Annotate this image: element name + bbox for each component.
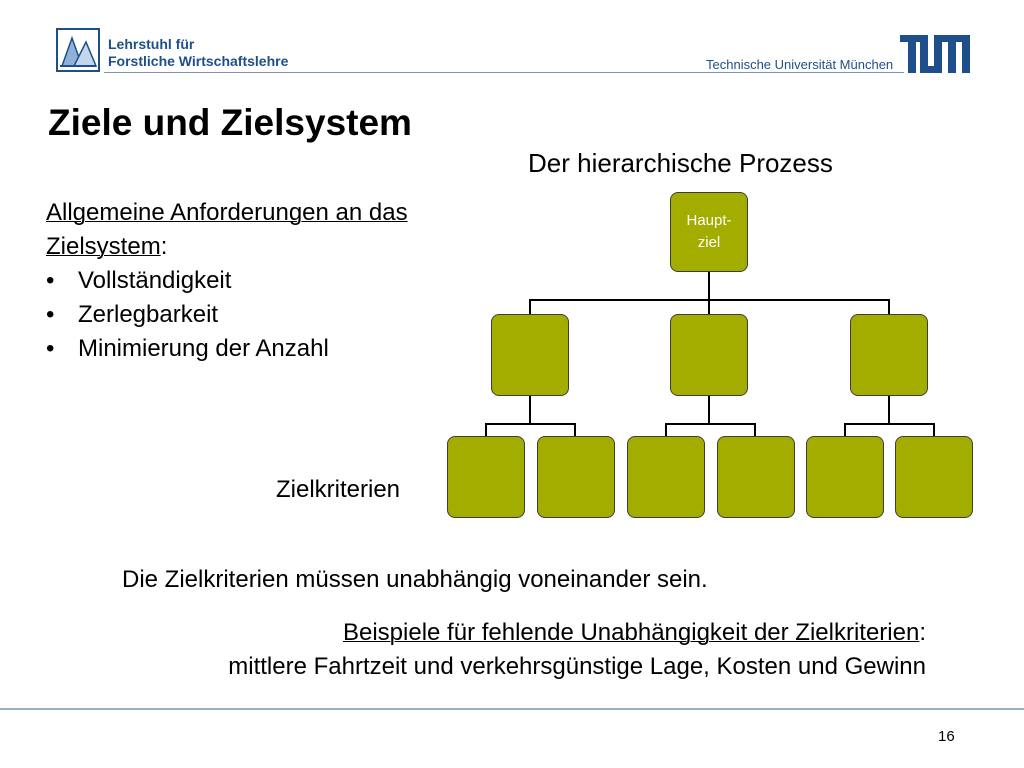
examples-text: mittlere Fahrtzeit und verkehrsgünstige … xyxy=(228,653,926,680)
examples-heading-colon: : xyxy=(919,619,926,646)
hierarchy-diagram: Haupt- ziel xyxy=(440,188,980,523)
criterion-box xyxy=(717,436,795,518)
criteria-label: Zielkriterien xyxy=(276,476,401,503)
examples-block: Beispiele für fehlende Unabhängigkeit de… xyxy=(80,616,926,684)
independence-statement: Die Zielkriterien müssen unabhängig vone… xyxy=(122,566,708,593)
root-goal-label-line2: ziel xyxy=(697,234,721,251)
requirements-heading-colon: : xyxy=(160,233,168,260)
forest-chair-logo-icon xyxy=(56,28,100,72)
requirement-item: Vollständigkeit xyxy=(46,264,486,298)
requirement-item: Minimierung der Anzahl xyxy=(46,332,486,366)
connector-line xyxy=(665,423,667,437)
root-goal-label-line1: Haupt- xyxy=(686,212,732,229)
requirements-heading: Allgemeine Anforderungen an das Zielsyst… xyxy=(46,196,486,264)
subgoal-box xyxy=(670,314,748,396)
connector-line xyxy=(485,423,487,437)
connector-line xyxy=(665,423,756,425)
chair-name-line1: Lehrstuhl für xyxy=(108,36,195,52)
connector-line xyxy=(708,299,710,315)
connector-line xyxy=(754,423,756,437)
connector-line xyxy=(888,299,890,315)
requirement-item: Zerlegbarkeit xyxy=(46,298,486,332)
requirements-block: Allgemeine Anforderungen an das Zielsyst… xyxy=(46,196,486,366)
connector-line xyxy=(529,299,531,315)
chair-name-line2: Forstliche Wirtschaftslehre xyxy=(108,53,289,69)
connector-line xyxy=(529,396,531,424)
criterion-box xyxy=(806,436,884,518)
requirements-heading-text: Allgemeine Anforderungen an das Zielsyst… xyxy=(46,199,408,260)
diagram-title: Der hierarchische Prozess xyxy=(528,148,833,178)
criterion-box xyxy=(895,436,973,518)
connector-line xyxy=(574,423,576,437)
requirements-list: Vollständigkeit Zerlegbarkeit Minimierun… xyxy=(46,264,486,366)
connector-line xyxy=(844,423,935,425)
connector-line xyxy=(933,423,935,437)
header-divider xyxy=(104,72,904,73)
page-number: 16 xyxy=(938,728,955,745)
connector-line xyxy=(888,396,890,424)
examples-heading-line: Beispiele für fehlende Unabhängigkeit de… xyxy=(80,616,926,650)
footer-divider xyxy=(0,708,1024,710)
subgoal-box xyxy=(491,314,569,396)
subgoal-box xyxy=(850,314,928,396)
criterion-box xyxy=(627,436,705,518)
connector-line xyxy=(485,423,576,425)
criterion-box xyxy=(447,436,525,518)
connector-line xyxy=(708,396,710,424)
connector-line xyxy=(708,272,710,300)
criterion-box xyxy=(537,436,615,518)
slide-title: Ziele und Zielsystem xyxy=(48,102,412,143)
connector-line xyxy=(844,423,846,437)
university-name: Technische Universität München xyxy=(706,57,894,72)
root-goal-box: Haupt- ziel xyxy=(670,192,748,272)
examples-heading: Beispiele für fehlende Unabhängigkeit de… xyxy=(342,619,920,646)
tum-logo-icon xyxy=(900,35,970,73)
